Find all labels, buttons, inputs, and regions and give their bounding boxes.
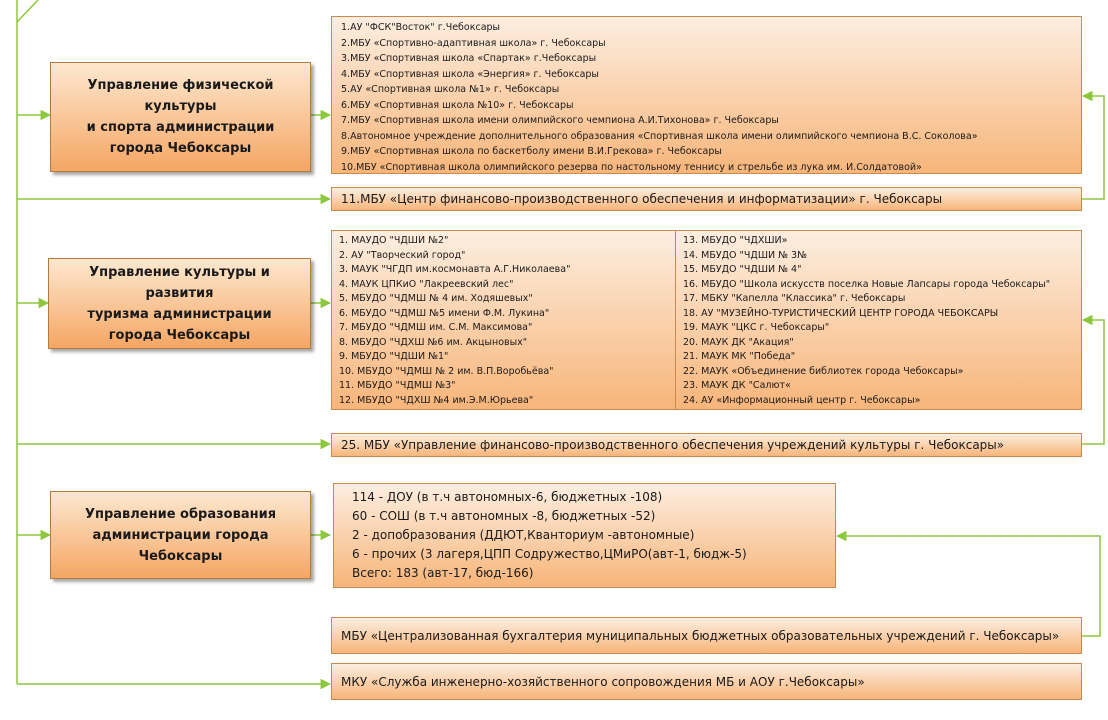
culture-institutions-box: 1. МАУДО "ЧДШИ №2" 2. АУ "Творческий гор… <box>331 230 1082 410</box>
list-item: 9.МБУ «Спортивная школа по баскетболу им… <box>341 146 722 157</box>
engineering-label: МКУ «Служба инженерно-хозяйственного соп… <box>341 674 865 689</box>
list-item: 17. МБКУ "Капелла "Классика" г. Чебоксар… <box>683 293 906 304</box>
culture-center-label: 25. МБУ «Управление финансово-производст… <box>341 438 1005 452</box>
list-item: 16. МБУДО "Школа искусств поселка Новые … <box>683 278 1051 290</box>
sport-center-label: 11.МБУ «Центр финансово-производственног… <box>341 192 943 206</box>
culture-center-loop <box>1081 314 1105 445</box>
education-summary-list: 114 - ДОУ (в т.ч автономных-6, бюджетных… <box>334 484 835 583</box>
list-item: 13. МБУДО "ЧДХШИ» <box>683 235 788 246</box>
dept-sport-line: города Чебоксары <box>109 141 252 156</box>
list-item: 5.АУ «Спортивная школа №1» г. Чебоксары <box>341 84 560 95</box>
list-item: 10. МБУДО "ЧДМШ № 2 им. В.П.Воробьёва" <box>339 365 554 377</box>
list-item: 2.МБУ «Спортивно-адаптивная школа» г. Че… <box>341 37 606 49</box>
list-item: 14. МБУДО "ЧДШИ № 3№ <box>683 249 807 261</box>
accounting-label: МБУ «Централизованная бухгалтерия муници… <box>341 628 1060 643</box>
dept-sport: Управление физической культуры и спорта … <box>50 62 311 172</box>
trunk-top-branch <box>16 0 39 23</box>
list-item: 3. МАУК "ЧГДП им.космонавта А.Г.Николаев… <box>339 264 571 275</box>
dept-culture-line: туризма администрации <box>87 306 272 322</box>
dept-sport-line: и спорта администрации <box>86 120 275 135</box>
list-item: 8.Автономное учреждение дополнительного … <box>341 130 978 142</box>
list-item: 5. МБУДО "ЧДМШ № 4 им. Ходяшевых" <box>339 293 533 304</box>
list-item: 22. МАУК «Объединение библиотек города Ч… <box>683 365 964 377</box>
list-item: 15. МБУДО "ЧДШИ № 4" <box>683 264 802 275</box>
list-item: 114 - ДОУ (в т.ч автономных-6, бюджетных… <box>352 490 663 504</box>
list-item: 1. МАУДО "ЧДШИ №2" <box>339 235 449 246</box>
accounting-box: МБУ «Централизованная бухгалтерия муници… <box>331 617 1082 654</box>
culture-left-column: 1. МАУДО "ЧДШИ №2" 2. АУ "Творческий гор… <box>332 231 676 409</box>
list-item: 23. МАУК ДК "Салют« <box>683 380 791 391</box>
list-item: 11. МБУДО "ЧДМШ №3" <box>339 380 456 391</box>
dept-education-line: администрации города Чебоксары <box>92 527 269 564</box>
list-item: 3.МБУ «Спортивная школа «Спартак» г.Чебо… <box>341 53 597 64</box>
list-item: 12. МБУДО "ЧДХШ №4 им.Э.М.Юрьева" <box>339 394 534 406</box>
list-item: 4.МБУ «Спортивная школа «Энергия» г. Чеб… <box>341 68 599 80</box>
list-item: 21. МАУК МК "Победа" <box>683 351 796 362</box>
list-item: 8. МБУДО "ЧДХШ №6 им. Акцыновых" <box>339 336 528 348</box>
list-item: 18. АУ "МУЗЕЙНО-ТУРИСТИЧЕСКИЙ ЦЕНТР ГОРО… <box>683 307 999 319</box>
education-summary-box: 114 - ДОУ (в т.ч автономных-6, бюджетных… <box>333 483 836 588</box>
dept-sport-line: Управление физической культуры <box>87 78 274 114</box>
list-item: 4. МАУК ЦПКиО "Лакреевский лес" <box>339 278 514 290</box>
list-item: 6.МБУ «Спортивная школа №10» г. Чебоксар… <box>341 99 574 111</box>
list-item: 20. МАУК ДК "Акация" <box>683 336 794 348</box>
dept-education: Управление образования администрации гор… <box>50 491 311 579</box>
list-item: 24. АУ «Информационный центр г. Чебоксар… <box>683 394 921 406</box>
list-item: 9. МБУДО "ЧДШИ №1" <box>339 351 449 362</box>
accounting-loop <box>835 530 1101 637</box>
dept-education-line: Управление образования <box>84 506 277 522</box>
list-item: 7. МБУДО "ЧДМШ им. С.М. Максимова" <box>339 322 533 333</box>
list-item: 1.АУ "ФСК"Восток" г.Чебоксары <box>341 22 501 33</box>
sport-center-box: 11.МБУ «Центр финансово-производственног… <box>331 187 1082 211</box>
dept-culture-line: города Чебоксары <box>108 327 251 343</box>
sport-institutions-list: 1.АУ "ФСК"Восток" г.Чебоксары 2.МБУ «Спо… <box>332 17 1081 175</box>
list-item: 7.МБУ «Спортивная школа имени олимпийско… <box>341 115 779 126</box>
list-item: 2. АУ "Творческий город" <box>339 249 466 261</box>
culture-left-list: 1. МАУДО "ЧДШИ №2" 2. АУ "Творческий гор… <box>339 234 675 408</box>
list-item: 60 - СОШ (в т.ч автономных -8, бюджетных… <box>352 509 656 523</box>
culture-center-box: 25. МБУ «Управление финансово-производст… <box>331 433 1082 457</box>
culture-right-column: 13. МБУДО "ЧДХШИ» 14. МБУДО "ЧДШИ № 3№ 1… <box>676 231 1081 409</box>
dept-culture: Управление культуры и развития туризма а… <box>48 258 311 349</box>
culture-right-list: 13. МБУДО "ЧДХШИ» 14. МБУДО "ЧДШИ № 3№ 1… <box>683 234 1081 408</box>
sport-center-loop <box>1081 90 1105 200</box>
list-item: 2 - допобразования (ДДЮТ,Кванториум -авт… <box>352 528 695 542</box>
list-item: 6 - прочих (3 лагеря,ЦПП Содружество,ЦМи… <box>352 547 747 561</box>
list-item: 6. МБУДО "ЧДМШ №5 имени Ф.М. Лукина" <box>339 307 550 319</box>
engineering-box: МКУ «Служба инженерно-хозяйственного соп… <box>331 663 1082 700</box>
list-item: 10.МБУ «Спортивная школа олимпийского ре… <box>341 161 922 173</box>
list-item: 19. МАУК "ЦКС г. Чебоксары" <box>683 322 830 333</box>
sport-institutions-box: 1.АУ "ФСК"Восток" г.Чебоксары 2.МБУ «Спо… <box>331 16 1082 174</box>
list-item: Всего: 183 (авт-17, бюд-166) <box>352 566 534 580</box>
dept-culture-line: Управление культуры и развития <box>89 264 270 301</box>
